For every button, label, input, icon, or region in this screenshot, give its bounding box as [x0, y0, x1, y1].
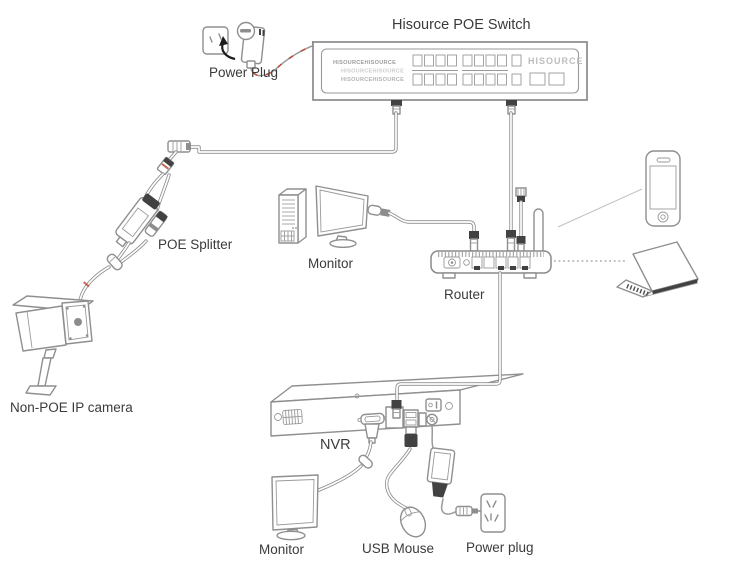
camera-cable: [75, 265, 111, 320]
power-adapter-top: [236, 21, 266, 69]
pc-router-cable: [367, 204, 479, 252]
router-label: Router: [444, 287, 485, 302]
switch-buttons: [529, 72, 565, 86]
monitor-middle-label: Monitor: [308, 256, 354, 271]
insertion-arrow-icon: [219, 36, 236, 61]
switch-brand-text-2: HISOURCEHISOURCE: [341, 69, 404, 75]
wan-pigtail-cable: [515, 187, 527, 254]
switch-splitter-cable: [189, 111, 398, 154]
switch-port-group: [412, 54, 522, 86]
switch-brand-text-3: HISOURCEHISOURCE: [341, 77, 404, 83]
router-foot: [523, 272, 537, 279]
ip-camera: [12, 295, 94, 396]
nvr-small-port: [418, 412, 427, 427]
wireless-line-phone: [557, 188, 643, 228]
nvr-usb-ports: [403, 409, 419, 428]
inline-connector: [156, 156, 175, 176]
usb-mouse-label: USB Mouse: [362, 541, 434, 556]
phone-home-button: [657, 211, 669, 223]
splitter-plug: [144, 210, 168, 237]
wall-outlet-bottom: [480, 493, 506, 533]
rj45-coupler: [167, 140, 191, 153]
diagram-title: Hisource POE Switch: [392, 17, 531, 33]
camera-back-plate: [61, 300, 93, 345]
phone-speaker: [656, 157, 671, 163]
switch-brand-text-1: HISOURCEHISOURCE: [333, 60, 396, 66]
usb-cable: [384, 426, 418, 514]
nvr-power-adapter: [426, 425, 483, 517]
poe-switch: HISOURCEHISOURCE HISOURCEHISOURCE HISOUR…: [312, 41, 588, 115]
router-foot: [442, 272, 456, 279]
vga-cable: [317, 423, 380, 492]
poe-splitter: [106, 150, 178, 271]
nvr-vent-grid: [282, 409, 303, 425]
monitor-bottom: [271, 474, 319, 541]
splitter-body: [115, 193, 160, 248]
monitor-bottom-label: Monitor: [259, 542, 305, 557]
nvr-power-switch: [425, 398, 442, 412]
router-nvr-cable: [391, 271, 502, 419]
switch-brand-logo: HISOURCE: [528, 56, 584, 66]
nvr-label: NVR: [320, 437, 351, 453]
monitor-middle: [315, 185, 369, 248]
power-plug-bottom-label: Power plug: [466, 540, 534, 555]
usb-mouse: [399, 506, 427, 538]
laptop: [616, 241, 699, 298]
pc-tower: [278, 188, 307, 244]
cable-ferrule: [106, 253, 123, 271]
power-plug-connector: [455, 505, 483, 517]
nvr-power-jack: [426, 413, 438, 426]
router-power-jack: [443, 256, 470, 269]
router-ports: [471, 256, 531, 270]
smartphone: [645, 150, 681, 227]
camera-label: Non-POE IP camera: [10, 400, 133, 415]
phone-screen: [649, 165, 677, 210]
poe-splitter-label: POE Splitter: [158, 237, 233, 252]
camera-bracket: [25, 348, 57, 396]
power-plug-top-label: Power Plug: [209, 65, 278, 80]
router: [430, 208, 552, 279]
switch-router-cable: [506, 111, 516, 252]
